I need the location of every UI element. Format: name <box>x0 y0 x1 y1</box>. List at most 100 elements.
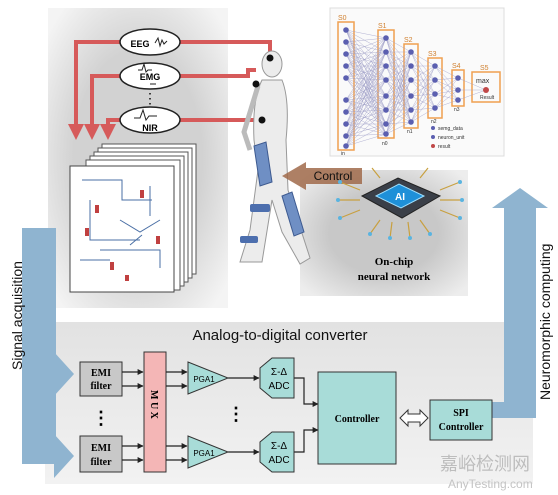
stage-s4-box <box>451 69 465 107</box>
network-link <box>345 123 387 137</box>
network-node <box>383 131 389 137</box>
svg-text:PGA1: PGA1 <box>193 449 215 458</box>
network-node <box>455 97 461 103</box>
svg-text:Σ-Δ: Σ-Δ <box>271 441 288 452</box>
network-link <box>345 95 387 147</box>
svg-text:PGA1: PGA1 <box>193 375 215 384</box>
watermark-en: AnyTesting.com <box>448 477 533 491</box>
bidirectional-link <box>399 408 429 428</box>
node-n1-label: n1 <box>407 129 413 135</box>
network-node <box>408 93 414 99</box>
network-link <box>345 65 387 137</box>
network-link <box>345 37 387 137</box>
network-link <box>385 37 412 97</box>
network-node <box>343 27 349 33</box>
stage-s3-label: S3 <box>428 51 437 58</box>
nir-sensor <box>258 116 266 124</box>
pga-top: PGA1 <box>187 361 230 395</box>
adc-title: Analog-to-digital converter <box>192 327 367 344</box>
network-node <box>343 51 349 57</box>
network-link <box>345 65 387 113</box>
network-legend: semg_data neuron_unit result <box>431 126 465 150</box>
svg-text:semg_data: semg_data <box>438 126 463 132</box>
network-node <box>432 77 438 83</box>
network-link <box>457 77 487 91</box>
stage-s3-box <box>427 57 443 119</box>
network-link <box>345 79 387 113</box>
svg-text:EMI: EMI <box>91 368 111 379</box>
network-link <box>385 109 412 125</box>
ai-chip: AI <box>336 167 464 240</box>
network-link <box>434 99 459 109</box>
network-link <box>385 95 412 111</box>
network-link <box>385 121 412 135</box>
exoskeleton-thigh <box>253 141 273 187</box>
network-link <box>345 109 387 147</box>
stage-s1-label: S1 <box>378 23 387 30</box>
node-n3-label: n3 <box>454 107 460 113</box>
network-link <box>434 65 459 91</box>
network-link <box>410 51 436 67</box>
neuromorphic-flow-arrow <box>492 188 548 418</box>
network-link <box>434 65 459 101</box>
emi-vdots: ⋮ <box>92 408 110 428</box>
network-link <box>345 79 387 137</box>
watermark-cn: 嘉峪检测网 <box>440 454 530 474</box>
network-link <box>410 93 436 111</box>
network-link <box>345 51 387 147</box>
network-link <box>457 89 487 101</box>
network-link <box>385 51 412 125</box>
stage-s0-label: S0 <box>338 15 347 22</box>
network-link <box>385 79 412 125</box>
svg-text:ADC: ADC <box>268 455 289 466</box>
network-node <box>343 97 349 103</box>
network-link <box>434 93 459 101</box>
network-node <box>343 109 349 115</box>
network-link <box>345 29 387 39</box>
network-link <box>385 51 412 67</box>
node-n0-label: n0 <box>382 141 388 147</box>
network-node <box>432 63 438 69</box>
network-link <box>345 79 387 101</box>
network-link <box>385 51 412 135</box>
eeg-sensor <box>266 54 274 62</box>
spi-controller-block: SPI Controller <box>429 399 493 441</box>
network-link <box>385 95 412 125</box>
stage-s5-box <box>471 71 501 103</box>
network-link <box>345 95 387 137</box>
human-figure <box>239 50 311 265</box>
emg-waveform <box>138 62 156 85</box>
network-node <box>408 107 414 113</box>
network-link <box>410 79 436 95</box>
nir-signal: NIR <box>119 106 181 134</box>
controller-block: Controller <box>317 371 397 465</box>
network-link <box>434 89 459 95</box>
network-link <box>385 121 412 125</box>
sigma-delta-adc-top: Σ-Δ ADC <box>259 357 295 399</box>
network-node <box>343 39 349 45</box>
stage-s0-box <box>337 21 355 151</box>
stage-s2-box <box>403 43 419 129</box>
network-node <box>408 63 414 69</box>
eeg-signal: EEG <box>119 28 181 56</box>
network-link <box>345 109 387 137</box>
ai-badge: AI <box>395 192 405 203</box>
emg-sensor <box>252 80 260 88</box>
network-link <box>345 51 387 101</box>
network-link <box>345 79 387 147</box>
network-link <box>385 79 412 123</box>
network-link <box>345 65 387 125</box>
signal-dots: ⋮ <box>143 90 157 106</box>
network-link <box>345 37 387 101</box>
network-node <box>455 87 461 93</box>
network-link <box>385 37 412 53</box>
network-link <box>345 99 387 125</box>
network-link <box>345 51 387 137</box>
nir-waveform <box>134 108 157 122</box>
svg-text:filter: filter <box>90 381 112 392</box>
network-node <box>432 91 438 97</box>
network-node <box>343 133 349 139</box>
network-link <box>410 107 436 123</box>
network-node <box>343 143 349 149</box>
network-link <box>345 37 387 125</box>
